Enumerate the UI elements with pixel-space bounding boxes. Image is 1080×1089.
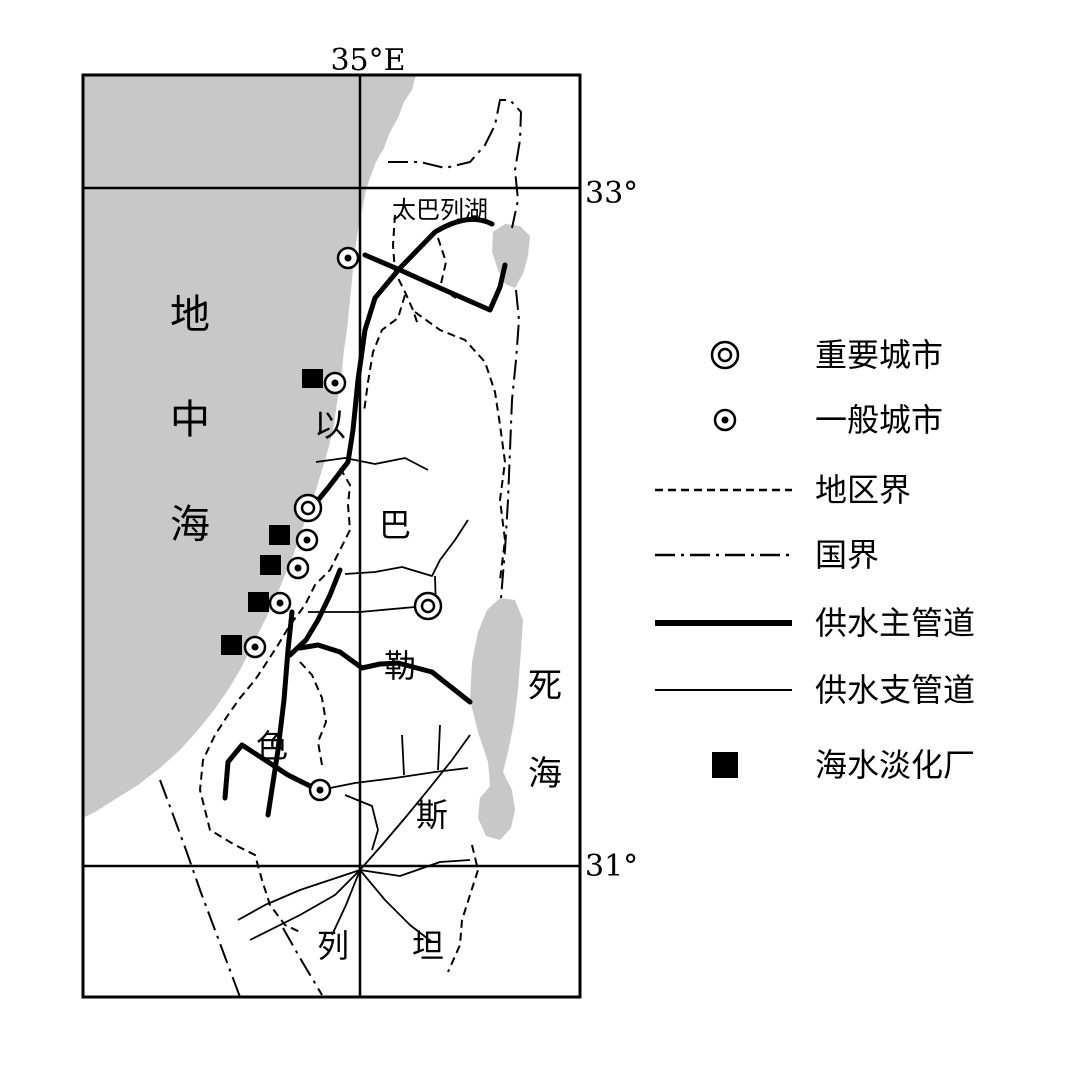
legend-item-general-city: 一般城市 [713,401,943,439]
branch-pipeline [359,869,433,943]
legend-item-main-pipeline: 供水主管道 [655,604,975,642]
sea-label: 海 [170,502,210,548]
region-boundary-south [447,844,480,973]
branch-pipeline [359,859,471,877]
border-south [282,927,323,996]
palestine-label: 斯 [416,796,448,834]
branch-pipeline [344,794,379,851]
lake-tiberias [492,224,530,288]
important-city-icon [293,493,323,523]
desalination-plant-icon [269,525,290,545]
lake-label: 太巴列湖 [392,196,488,224]
main-pipeline-south [222,742,321,801]
branch-pipeline [308,606,416,613]
important-city-icon [710,340,740,370]
legend-label: 重要城市 [815,336,943,374]
branch-pipeline [344,519,469,577]
desalination-plant-icon [248,592,269,612]
desalination-plant-icon [302,369,323,388]
region-boundaries [198,214,507,973]
legend: 重要城市 一般城市 地区界 国界 供水主管道 供水支管道 海水淡化厂 [655,336,975,784]
general-city-icon [323,371,347,395]
branch-pipeline [331,869,361,936]
desalination-plant-icon [712,752,738,778]
sea-label: 地 [170,292,210,338]
palestine-label: 坦 [412,927,444,965]
desalination-plants [221,369,323,655]
branch-pipeline [329,767,469,789]
dead-sea [470,598,523,840]
general-city-icon [308,778,332,802]
legend-item-desalination-plant: 海水淡化厂 [712,746,975,784]
region-boundary-central [299,661,328,766]
general-city-icon [713,408,737,432]
sea-label: 中 [170,397,210,443]
dead-sea-label: 海 [528,754,562,794]
legend-item-region-boundary: 地区界 [655,471,911,509]
main-pipeline-north [311,217,495,508]
israel-label: 以 [314,406,346,444]
main-pipeline-coastal [265,609,295,818]
palestine-label: 勒 [384,647,416,685]
dead-sea-label: 死 [528,666,562,706]
latitude-label-south: 31° [585,849,638,884]
main-pipelines [222,217,508,818]
main-pipeline-dead-sea [297,642,473,705]
region-boundary-north-west [363,294,406,413]
branch-pipeline [437,724,441,771]
branch-pipeline [237,869,361,921]
legend-label: 国界 [815,536,879,574]
general-city-icon [286,556,310,580]
palestine-label: 巴 [379,506,411,544]
legend-item-national-border: 国界 [655,536,879,574]
branch-pipelines [237,457,471,943]
desalination-plant-icon [221,635,242,655]
main-pipeline-lake-loop [362,252,508,313]
legend-label: 地区界 [815,471,911,509]
legend-label: 海水淡化厂 [815,746,975,784]
general-city-icon [295,528,319,552]
map-frame [81,73,582,999]
branch-pipeline [315,457,429,471]
national-borders [159,99,523,998]
cities [243,246,443,802]
region-boundary-north [391,214,419,326]
general-city-icon [268,591,292,615]
legend-label: 供水主管道 [815,604,975,642]
legend-label: 供水支管道 [815,671,975,709]
desalination-plant-icon [260,555,281,575]
general-city-icon [243,635,267,659]
longitude-label: 35°E [330,43,405,78]
legend-item-important-city: 重要城市 [710,336,943,374]
israel-label: 列 [317,927,349,965]
border-jordan-river [500,289,521,599]
region-boundary-coast [198,467,352,933]
branch-pipeline [249,734,471,941]
mediterranean-sea [83,75,416,818]
border-southwest [159,779,241,998]
latitude-label-north: 33° [585,176,638,211]
branch-pipeline [401,734,405,776]
border-north [388,99,523,229]
israel-label: 色 [256,727,288,765]
main-pipeline-diagonal [287,567,343,658]
important-city-icon [413,591,443,621]
legend-label: 一般城市 [815,401,943,439]
general-city-icon [336,246,360,270]
region-boundary-east [414,311,507,581]
map-labels: 地 中 海 太巴列湖 死 海 以 色 列 巴 勒 斯 坦 [170,196,562,965]
legend-item-branch-pipeline: 供水支管道 [655,671,975,709]
